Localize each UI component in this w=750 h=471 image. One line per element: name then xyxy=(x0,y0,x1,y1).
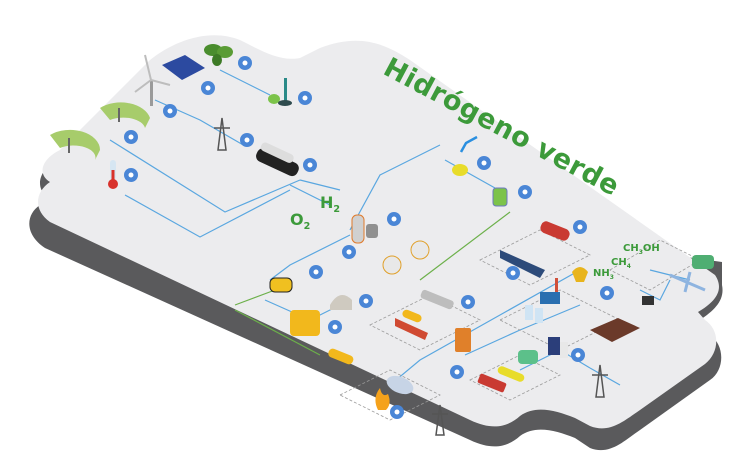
board-top xyxy=(37,35,719,429)
train-icon xyxy=(497,366,525,382)
wind-turbine-icon xyxy=(134,54,171,106)
green-flow-lines xyxy=(234,211,511,356)
label-o2-base: O xyxy=(290,210,304,229)
info-marker[interactable] xyxy=(328,320,342,334)
info-marker[interactable] xyxy=(387,212,401,226)
airplane-icon xyxy=(669,271,706,293)
dashed-zones xyxy=(339,229,701,421)
label-h2-sub: 2 xyxy=(333,204,341,216)
label-ch4-sub: 4 xyxy=(626,263,631,270)
info-marker[interactable] xyxy=(124,130,138,144)
label-o2-sub: 2 xyxy=(303,221,311,233)
solar-concentrator-icon xyxy=(50,129,101,160)
info-marker[interactable] xyxy=(461,295,475,309)
tanker-truck-icon xyxy=(540,221,570,241)
label-ch4-base: CH xyxy=(611,257,627,268)
label-nh3: NH3 xyxy=(593,268,614,281)
cylinder-bundle-icon xyxy=(290,310,320,336)
info-marker[interactable] xyxy=(450,365,464,379)
fuel-cell-icon xyxy=(642,296,654,305)
info-marker[interactable] xyxy=(238,56,252,70)
solar-panel-icon xyxy=(162,55,205,80)
label-ch3oh: CH3OH xyxy=(623,243,660,256)
label-ch3oh-tail: OH xyxy=(642,243,660,254)
power-tower-icon xyxy=(214,117,230,151)
info-marker[interactable] xyxy=(571,348,585,362)
car-icon xyxy=(692,255,714,269)
flame-icon xyxy=(375,388,390,410)
label-nh3-base: NH xyxy=(593,268,610,279)
label-ch3oh-sub: 3 xyxy=(638,249,643,256)
power-tower-icon xyxy=(592,364,608,398)
info-marker[interactable] xyxy=(163,104,177,118)
storage-tank-icon xyxy=(351,214,378,244)
solar-concentrator-icon xyxy=(100,102,150,128)
cave-storage-icon xyxy=(330,295,352,310)
bus-icon xyxy=(477,373,507,393)
info-marker[interactable] xyxy=(298,91,312,105)
info-marker[interactable] xyxy=(342,245,356,259)
info-marker[interactable] xyxy=(303,158,317,172)
compressor-icon xyxy=(269,277,293,293)
label-h2-base: H xyxy=(320,193,334,212)
pipette-icon xyxy=(452,135,478,176)
info-marker[interactable] xyxy=(240,133,254,147)
gas-sphere-icon xyxy=(382,240,430,275)
turbine-icon xyxy=(386,375,414,395)
lab-flask-icon xyxy=(268,78,292,106)
info-marker[interactable] xyxy=(600,286,614,300)
markers xyxy=(124,56,614,419)
label-ch3oh-base: CH xyxy=(623,243,639,254)
hydrogen-dispenser-icon xyxy=(455,328,471,352)
truck-icon xyxy=(420,289,454,310)
info-marker[interactable] xyxy=(201,81,215,95)
power-tower-icon xyxy=(432,404,448,436)
car-icon xyxy=(518,350,538,364)
info-marker[interactable] xyxy=(518,185,532,199)
thermometer-icon xyxy=(108,160,118,189)
server-icon xyxy=(548,337,568,358)
info-marker[interactable] xyxy=(359,294,373,308)
refinery-icon xyxy=(540,278,560,304)
info-marker[interactable] xyxy=(124,168,138,182)
bioreactor-icon xyxy=(492,187,508,207)
greenhouse-crops-icon xyxy=(590,318,640,342)
label-o2: O2 xyxy=(290,210,310,232)
label-nh3-sub: 3 xyxy=(609,274,614,281)
label-ch4: CH4 xyxy=(611,257,631,270)
steel-ladle-icon xyxy=(572,267,588,282)
biomass-leaf-icon xyxy=(204,44,233,66)
lng-ship-icon xyxy=(500,250,545,278)
electrolyzer-icon xyxy=(256,142,299,177)
info-marker[interactable] xyxy=(477,156,491,170)
ship-icon xyxy=(395,309,428,340)
info-marker[interactable] xyxy=(390,405,404,419)
info-marker[interactable] xyxy=(309,265,323,279)
pipeline-icon xyxy=(328,348,354,365)
info-marker[interactable] xyxy=(573,220,587,234)
glass-icon xyxy=(525,305,543,323)
info-marker[interactable] xyxy=(506,266,520,280)
label-h2: H2 xyxy=(320,193,340,215)
